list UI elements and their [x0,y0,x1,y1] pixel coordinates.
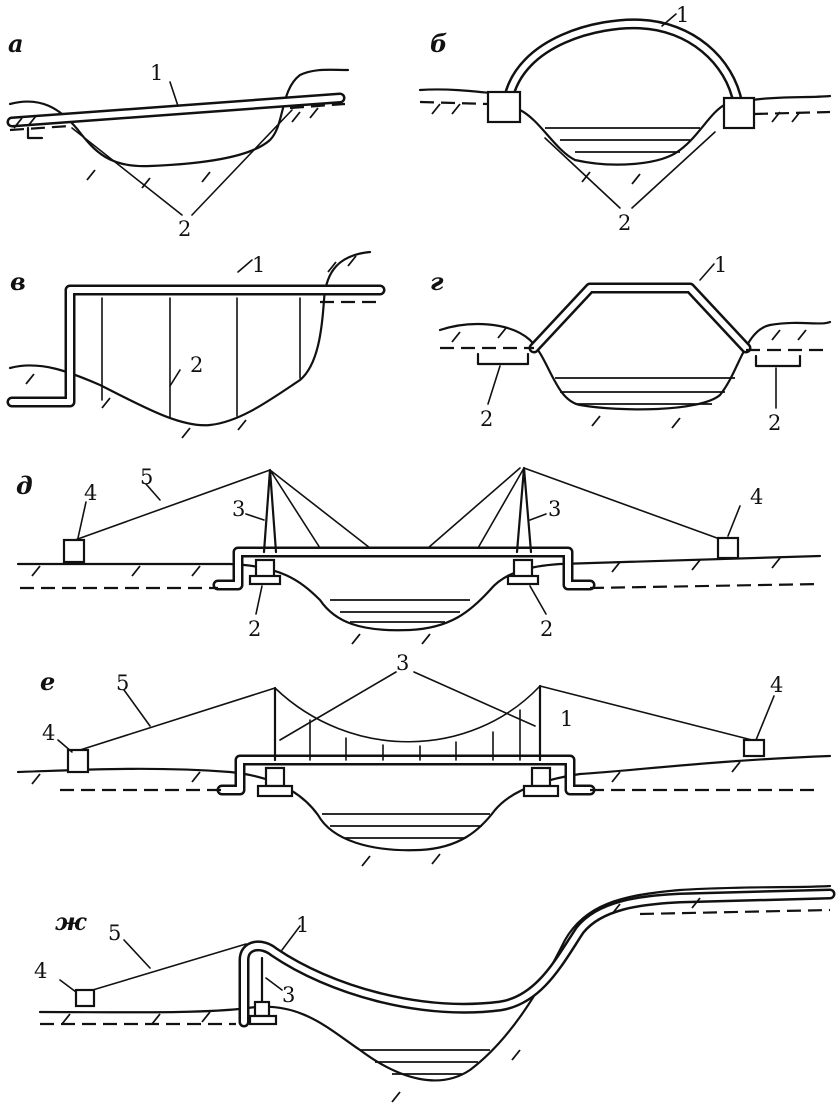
label-tower-right: 3 [548,497,561,521]
panel-d-letter: д [16,471,33,500]
label-pipeline: 1 [252,253,265,277]
label-foundation-left: 2 [248,617,261,641]
ground-profile [16,554,822,632]
ground-profile [16,754,832,852]
label-pipeline: 1 [296,913,309,937]
pipeline [238,888,836,1028]
abutment-left [486,90,522,124]
panel-a: а 1 2 [6,29,350,241]
label-tower: 3 [396,651,409,675]
panel-g: г 1 2 2 [430,253,832,435]
label-anchor: 4 [34,959,47,983]
anchor-left [62,538,86,564]
label-anchor-left: 4 [84,481,97,505]
hangers [309,709,521,761]
label-support: 2 [178,217,191,241]
support-left [26,126,44,140]
label-anchor-left: 4 [42,721,55,745]
buried-pipe-left [9,124,71,132]
panel-zh-letter: ж [55,907,87,936]
panel-v: в 1 2 [6,250,386,439]
water-surface [555,377,735,405]
ground-profile [438,320,832,411]
label-cable: 5 [116,671,129,695]
label-pipeline: 1 [150,61,163,85]
cables [74,467,729,549]
water-surface [322,813,490,839]
foundation-right [522,784,560,798]
label-pipeline: 1 [676,3,689,27]
panel-zh: ж 5 1 4 3 [34,884,836,1103]
label-anchor-right: 4 [750,485,763,509]
panel-b: б 1 2 [418,3,832,235]
panel-g-letter: г [430,267,444,296]
panel-a-letter: а [8,29,24,58]
water-surface [330,599,470,623]
label-pipeline: 1 [560,707,573,731]
main-cable [274,685,541,743]
panel-v-letter: в [10,267,26,296]
ground-hatching [13,107,319,189]
panel-e: е 3 5 4 4 1 [16,651,832,867]
panel-d: д 4 5 3 3 4 2 2 [16,465,822,645]
support-right [754,354,802,368]
foundation-left [256,784,294,798]
panel-b-letter: б [430,29,447,58]
cable [85,943,247,993]
back-stays [79,685,753,751]
support-left [476,352,530,366]
buried-pipe-right [289,102,346,110]
foundation [248,1014,278,1026]
label-anchor-right: 4 [770,673,783,697]
anchor-right [716,536,740,560]
label-cable: 5 [108,921,121,945]
water-surface [360,1049,490,1075]
label-pipeline: 1 [714,253,727,277]
ground-profile [38,884,832,1082]
water-surface [545,127,700,153]
ground-profile [8,68,350,168]
label-abutment: 2 [618,211,631,235]
panel-e-letter: е [40,667,55,696]
label-support-left: 2 [480,407,493,431]
label-hanger: 2 [190,353,203,377]
hangers [101,297,301,419]
ground-profile [418,88,832,166]
towers [273,684,542,762]
arch-pipeline [502,18,744,110]
label-cable: 5 [140,465,153,489]
abutment-right [722,96,756,130]
anchor-left [66,748,90,774]
towers [262,466,533,554]
label-tower: 3 [282,983,295,1007]
label-tower-left: 3 [232,497,245,521]
ground-profile [8,250,372,427]
label-foundation-right: 2 [540,617,553,641]
label-support-right: 2 [768,411,781,435]
anchor-right [742,738,766,758]
anchor [74,988,96,1008]
